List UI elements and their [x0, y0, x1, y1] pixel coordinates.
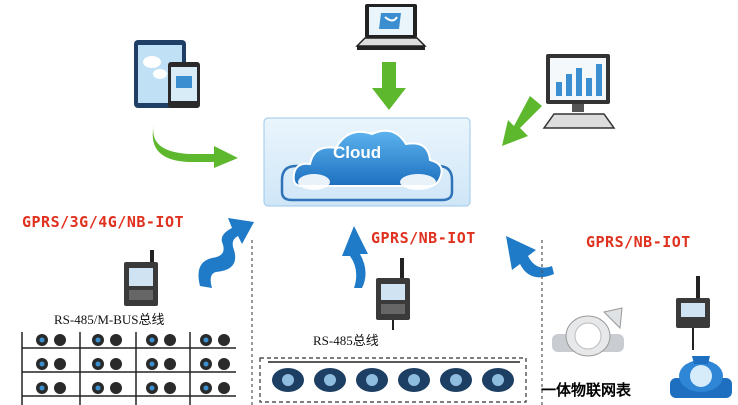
meter-caption: 一体物联网表 — [541, 381, 632, 399]
monitor-icon — [542, 54, 616, 129]
bus-label-center: RS-485总线 — [313, 333, 379, 348]
blue-meter-icon — [670, 356, 732, 398]
cloud-icon — [292, 129, 443, 190]
concentrator-right-icon — [676, 276, 710, 350]
smart-meter-icon — [552, 307, 624, 357]
blue-arrow-center-icon — [342, 226, 368, 288]
link-label-right: GPRS/NB-IOT — [586, 233, 691, 251]
meter-row-center — [259, 357, 527, 403]
green-arrow-left-icon — [152, 124, 238, 168]
green-arrow-top-icon — [372, 62, 406, 110]
concentrator-left-icon — [124, 250, 158, 306]
link-label-left: GPRS/3G/4G/NB-IOT — [22, 213, 185, 231]
laptop-icon — [355, 4, 427, 50]
link-label-center: GPRS/NB-IOT — [371, 229, 476, 247]
bus-label-left: RS-485/M-BUS总线 — [54, 312, 165, 327]
concentrator-center-icon — [376, 258, 410, 330]
meter-grid-left — [21, 332, 236, 405]
cloud-panel — [263, 117, 471, 207]
green-arrow-right-icon — [502, 96, 542, 146]
cloud-label: Cloud — [333, 143, 382, 162]
tablet-phone-icon — [134, 40, 200, 108]
blue-arrow-right-icon — [506, 236, 554, 278]
divider-left — [251, 240, 253, 405]
blue-arrow-left-icon — [198, 218, 254, 288]
